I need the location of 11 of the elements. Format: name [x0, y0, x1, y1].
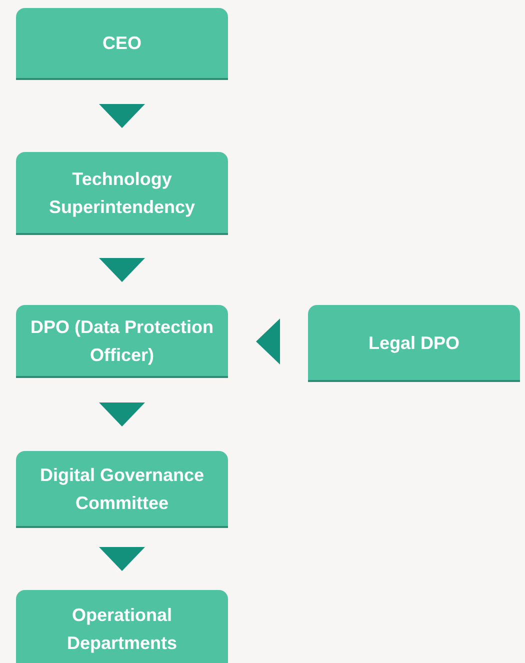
arrow — [99, 258, 145, 282]
arrow — [99, 402, 145, 426]
arrow — [99, 104, 145, 128]
process-box: Digital Governance Committee — [16, 451, 228, 528]
process-box: Legal DPO — [308, 305, 520, 382]
process-box: CEO — [16, 8, 228, 80]
process-box: Technology Superintendency — [16, 152, 228, 235]
arrow — [256, 318, 280, 364]
arrow — [99, 547, 145, 571]
process-box: DPO (Data Protection Officer) — [16, 305, 228, 378]
process-box: Operational Departments — [16, 590, 228, 663]
